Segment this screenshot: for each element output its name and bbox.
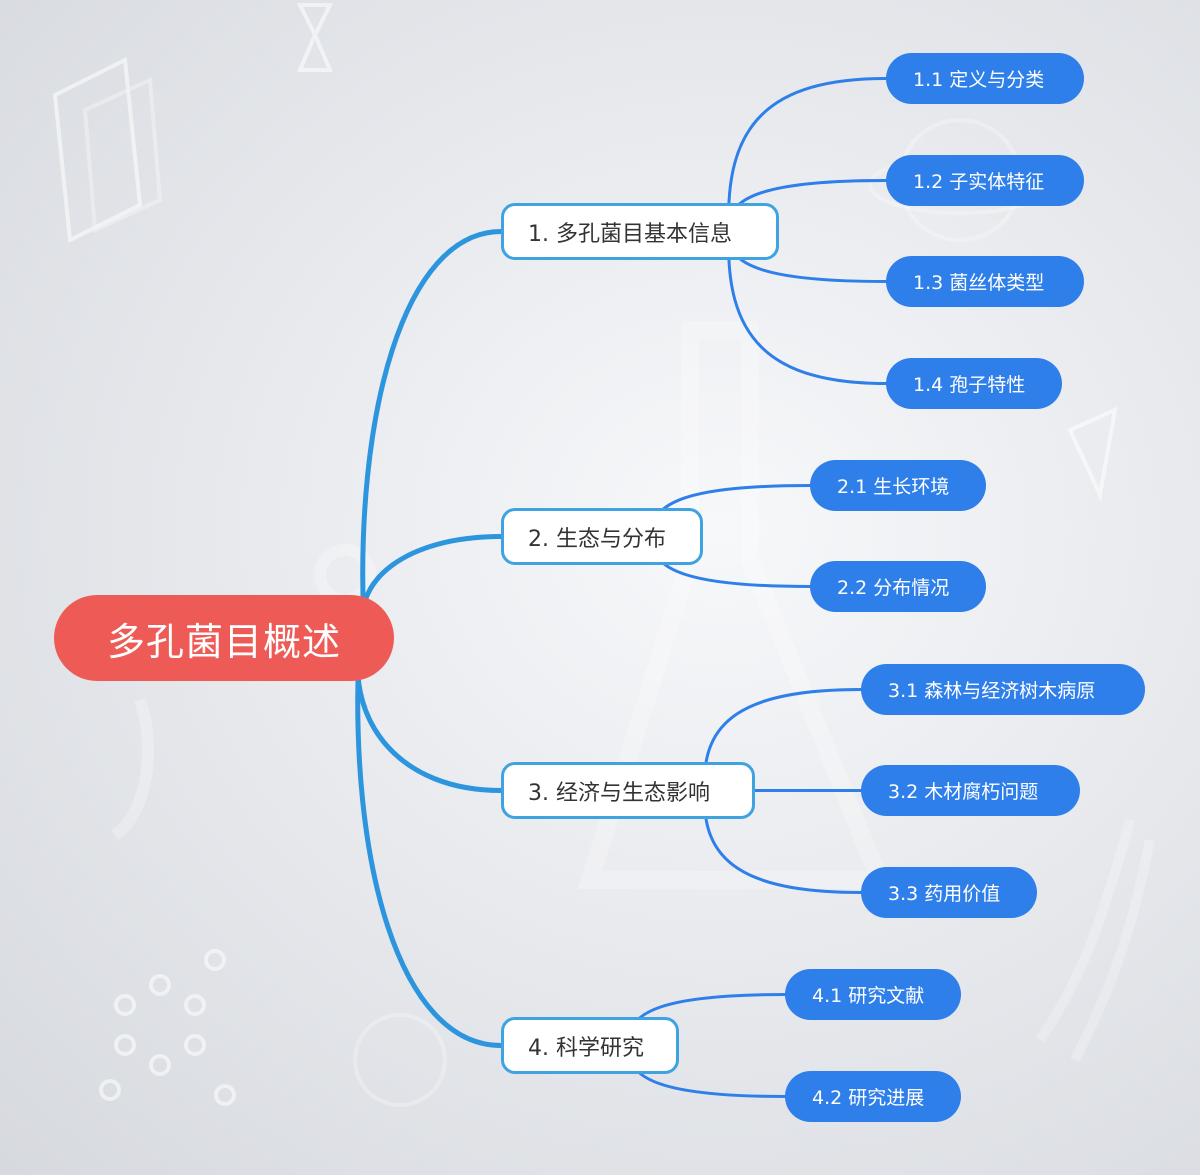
leaf-topic-2-1[interactable]: 2.1 生长环境 <box>810 460 986 511</box>
leaf-topic-2-2[interactable]: 2.2 分布情况 <box>810 561 986 612</box>
molecule-icon <box>99 949 236 1106</box>
leaf-topic-4-2[interactable]: 4.2 研究进展 <box>785 1071 961 1122</box>
leaf-topic-1-3[interactable]: 1.3 菌丝体类型 <box>886 256 1084 307</box>
round-flask-icon <box>353 1013 447 1107</box>
leaf-topic-1-2[interactable]: 1.2 子实体特征 <box>886 155 1084 206</box>
root-topic[interactable]: 多孔菌目概述 <box>54 595 394 681</box>
pyramid-icon <box>1067 406 1118 502</box>
connector-root-branch-1 <box>360 229 504 631</box>
hourglass-icon <box>296 3 334 72</box>
connector-root-branch-4 <box>355 645 504 1048</box>
leaf-topic-3-3[interactable]: 3.3 药用价值 <box>861 867 1037 918</box>
connector-branch-1-leaf-4 <box>727 230 888 385</box>
branch-topic-3[interactable]: 3. 经济与生态影响 <box>501 762 755 819</box>
leaf-topic-1-1[interactable]: 1.1 定义与分类 <box>886 53 1084 104</box>
cube-icon <box>52 56 163 244</box>
connector-branch-1-leaf-1 <box>727 77 888 233</box>
leaf-topic-3-1[interactable]: 3.1 森林与经济树木病原 <box>861 664 1145 715</box>
leaf-topic-1-4[interactable]: 1.4 孢子特性 <box>886 358 1062 409</box>
leaf-topic-3-2[interactable]: 3.2 木材腐朽问题 <box>861 765 1080 816</box>
branch-topic-1[interactable]: 1. 多孔菌目基本信息 <box>501 203 779 260</box>
dna-icon <box>1035 818 1155 1063</box>
branch-topic-2[interactable]: 2. 生态与分布 <box>501 508 703 565</box>
leaf-topic-4-1[interactable]: 4.1 研究文献 <box>785 969 961 1020</box>
microscope-icon <box>111 698 155 841</box>
branch-topic-4[interactable]: 4. 科学研究 <box>501 1017 679 1074</box>
